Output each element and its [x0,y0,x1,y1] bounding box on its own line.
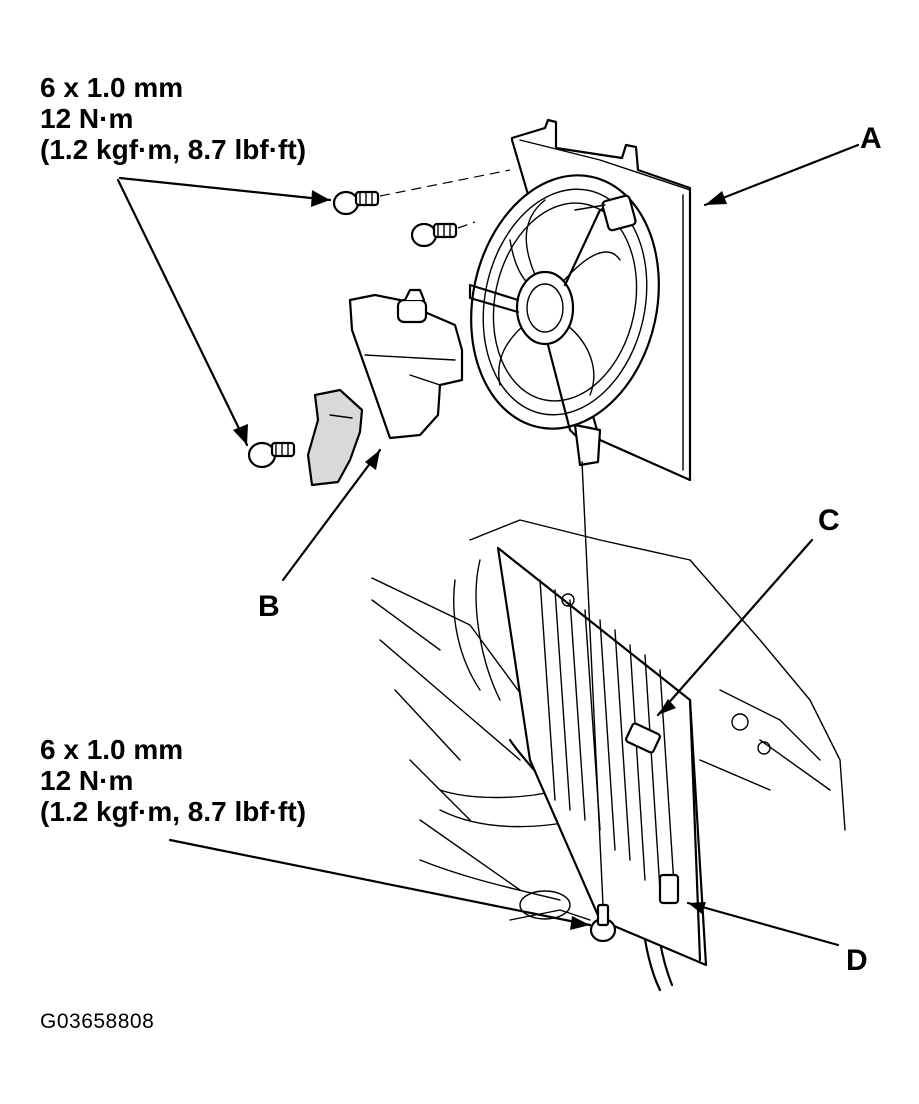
shroud-lower-tab [573,423,602,467]
fan-motor-connector [574,194,637,232]
coolant-reservoir [348,288,464,440]
bracket-bolt [247,441,296,469]
torque-spec-bottom-torque: 12 N·m [40,765,134,796]
lower-bolt [589,903,617,943]
reservoir-bracket [306,388,364,487]
torque-spec-bottom-torque-alt: (1.2 kgf·m, 8.7 lbf·ft) [40,796,307,827]
callout-a: A [860,122,882,155]
radiator-connector [658,873,680,905]
leader-arrows [116,143,860,947]
torque-spec-bottom-thread: 6 x 1.0 mm [40,734,184,765]
callout-c: C [818,504,840,537]
radiator-core [496,546,708,967]
torque-spec-top: 6 x 1.0 mm 12 N·m (1.2 kgf·m, 8.7 lbf·ft… [40,72,306,165]
callout-b: B [258,590,280,623]
engine-bay-outline [371,519,846,921]
torque-spec-top-thread: 6 x 1.0 mm [40,72,184,103]
upper-bolt-left [410,222,458,248]
upper-bolt-right [332,190,380,216]
torque-spec-top-torque: 12 N·m [40,103,134,134]
figure-id: G03658808 [40,1010,155,1033]
torque-spec-top-torque-alt: (1.2 kgf·m, 8.7 lbf·ft) [40,134,307,165]
fan-switch-connector [625,722,661,754]
callout-d: D [846,944,868,977]
torque-spec-bottom: 6 x 1.0 mm 12 N·m (1.2 kgf·m, 8.7 lbf·ft… [40,734,306,827]
